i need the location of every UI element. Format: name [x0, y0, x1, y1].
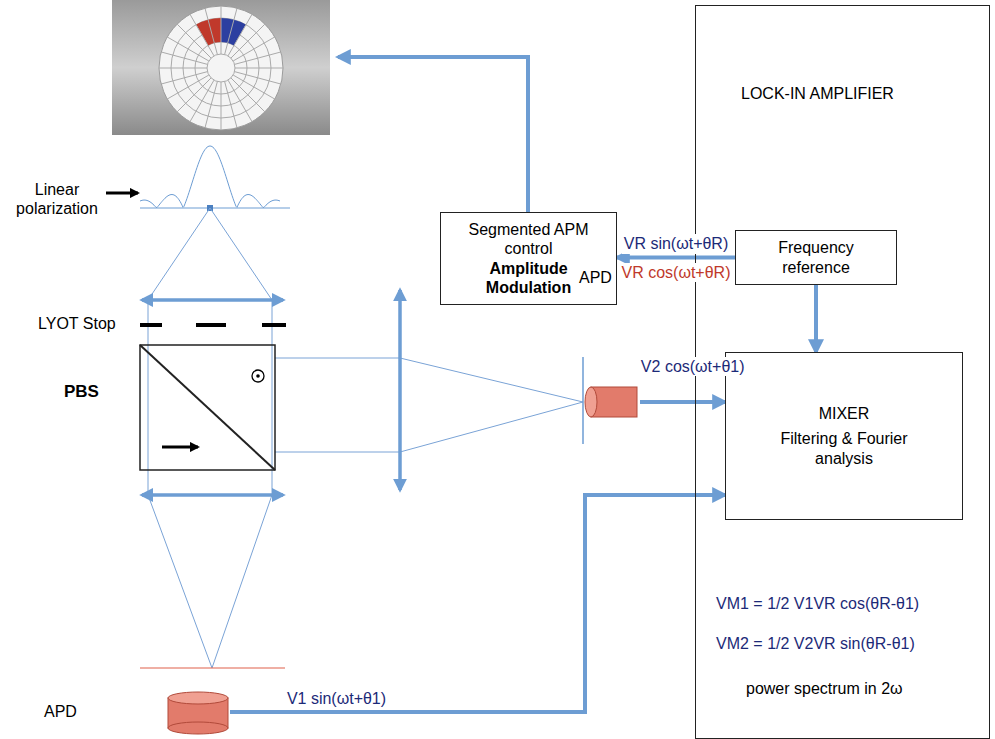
lens — [142, 298, 283, 302]
node-title: APD — [44, 702, 77, 721]
signal-label: V2 cos(ωt+θ1) — [639, 357, 747, 376]
node-title: APD — [579, 268, 612, 287]
pbs-cube — [140, 345, 275, 470]
node-text: power spectrum in 2ω — [746, 679, 903, 698]
node-title: MIXER — [819, 404, 870, 423]
apm-image — [112, 0, 330, 135]
control-arrow — [338, 57, 528, 212]
reference-box: Frequency reference — [735, 230, 897, 285]
lyot-stop — [140, 323, 286, 327]
polarization-arrow — [106, 192, 138, 195]
mixer-box: MIXER Filtering & Fourier analysis — [725, 352, 963, 520]
baseline — [140, 208, 290, 209]
node-text: VM1 = 1/2 V1VR cos(θR-θ1) — [716, 594, 919, 613]
part-label: LYOT Stop — [38, 314, 116, 333]
lens — [142, 493, 283, 497]
node-title: Segmented APM control — [454, 220, 604, 258]
control-box: Segmented APM controlAmplitude Modulatio… — [440, 212, 617, 305]
node-title: LOCK-IN AMPLIFIER — [741, 84, 894, 103]
signal-label: V1 sin(ωt+θ1) — [285, 689, 388, 708]
psf-curve — [140, 146, 280, 208]
node-text: Filtering & Fourier analysis — [759, 429, 929, 467]
detector-plane — [140, 667, 285, 668]
segmented-mirror — [159, 6, 283, 130]
signal-arrow — [617, 256, 735, 260]
detector: APD — [565, 262, 640, 447]
node-text: VM2 = 1/2 V2VR sin(θR-θ1) — [716, 634, 915, 653]
part-label: Linear polarization — [8, 180, 106, 218]
part-label: PBS — [64, 382, 99, 402]
node-title: Frequency reference — [744, 238, 888, 276]
signal-label: VR sin(ωt+θR) — [622, 234, 731, 253]
signal-label: VR cos(ωt+θR) — [620, 263, 733, 282]
detector: APD — [40, 688, 230, 736]
apd-detector — [565, 262, 640, 447]
signal-arrow — [814, 285, 818, 352]
lens — [398, 290, 402, 490]
signal-arrow — [640, 400, 725, 404]
signal-arrow — [230, 495, 725, 712]
